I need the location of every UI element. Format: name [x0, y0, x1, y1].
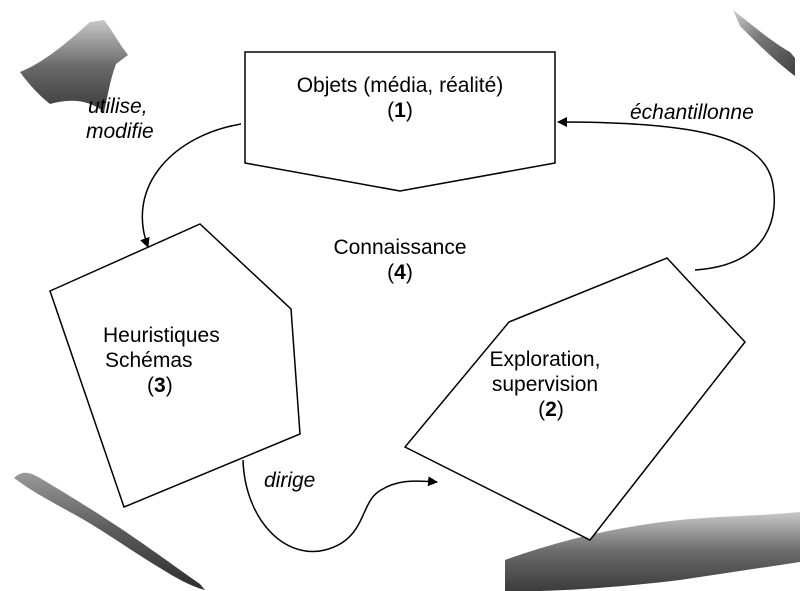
heuristiques-shape: [49, 223, 301, 508]
utilise-line1: utilise,: [88, 95, 148, 118]
ribbon-bottom-right: [505, 512, 800, 591]
heuristiques-line1: Heuristiques: [103, 324, 220, 347]
dirige-label: dirige: [264, 469, 316, 492]
echantillonne-label: échantillonne: [630, 101, 754, 124]
connaissance-number-line: (4): [387, 261, 413, 284]
edge-utilise: [140, 123, 242, 248]
heuristiques-line2: Schémas: [105, 349, 193, 372]
edge-dirige: [242, 459, 438, 553]
utilise-line2: modifie: [86, 120, 154, 143]
objets-number: 1: [394, 99, 406, 122]
utilise-label: utilise, modifie: [86, 94, 154, 144]
objets-number-line: (1): [387, 99, 413, 122]
objets-shape: [244, 51, 556, 192]
exploration-shape: [403, 257, 746, 541]
edge-echantillonne: [557, 117, 775, 271]
ribbon-top-right: [733, 10, 795, 76]
connaissance-title: Connaissance: [333, 236, 467, 259]
connaissance-label: Connaissance (4): [300, 235, 500, 285]
ribbon-bottom-left: [14, 472, 205, 590]
heuristiques-number: 3: [154, 374, 166, 397]
objets-title: Objets (média, réalité): [296, 74, 504, 97]
exploration-line2: supervision: [491, 373, 599, 396]
ribbon-top-left: [20, 20, 128, 112]
exploration-number-line: (2): [538, 398, 564, 421]
exploration-line1: Exploration,: [489, 348, 601, 371]
connaissance-number: 4: [394, 261, 406, 284]
objets-label: Objets (média, réalité) (1): [255, 73, 545, 123]
heuristiques-label: Heuristiques Schémas (3): [103, 323, 220, 398]
exploration-number: 2: [545, 398, 557, 421]
heuristiques-number-line: (3): [147, 374, 173, 397]
exploration-label: Exploration, supervision (2): [470, 347, 620, 422]
